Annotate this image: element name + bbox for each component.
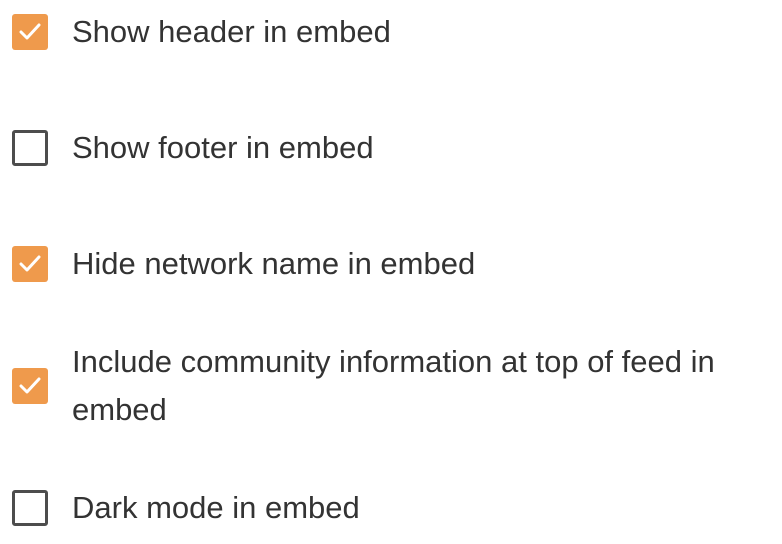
dark-mode-label: Dark mode in embed	[72, 490, 360, 525]
show-footer-checkbox[interactable]	[12, 130, 48, 166]
include-community-info-option[interactable]: Include community information at top of …	[12, 338, 782, 434]
show-header-option[interactable]: Show header in embed	[12, 8, 782, 56]
hide-network-name-checkbox[interactable]	[12, 246, 48, 282]
show-footer-label: Show footer in embed	[72, 130, 374, 165]
include-community-info-checkbox[interactable]	[12, 368, 48, 404]
checkmark-icon	[19, 23, 41, 40]
show-footer-option[interactable]: Show footer in embed	[12, 124, 782, 172]
dark-mode-checkbox[interactable]	[12, 490, 48, 526]
hide-network-name-option[interactable]: Hide network name in embed	[12, 240, 782, 288]
checkmark-icon	[19, 255, 41, 272]
checkmark-icon	[19, 377, 41, 394]
dark-mode-option[interactable]: Dark mode in embed	[12, 484, 782, 532]
include-community-info-label: Include community information at top of …	[72, 344, 715, 427]
show-header-checkbox[interactable]	[12, 14, 48, 50]
show-header-label: Show header in embed	[72, 14, 391, 49]
hide-network-name-label: Hide network name in embed	[72, 246, 476, 281]
